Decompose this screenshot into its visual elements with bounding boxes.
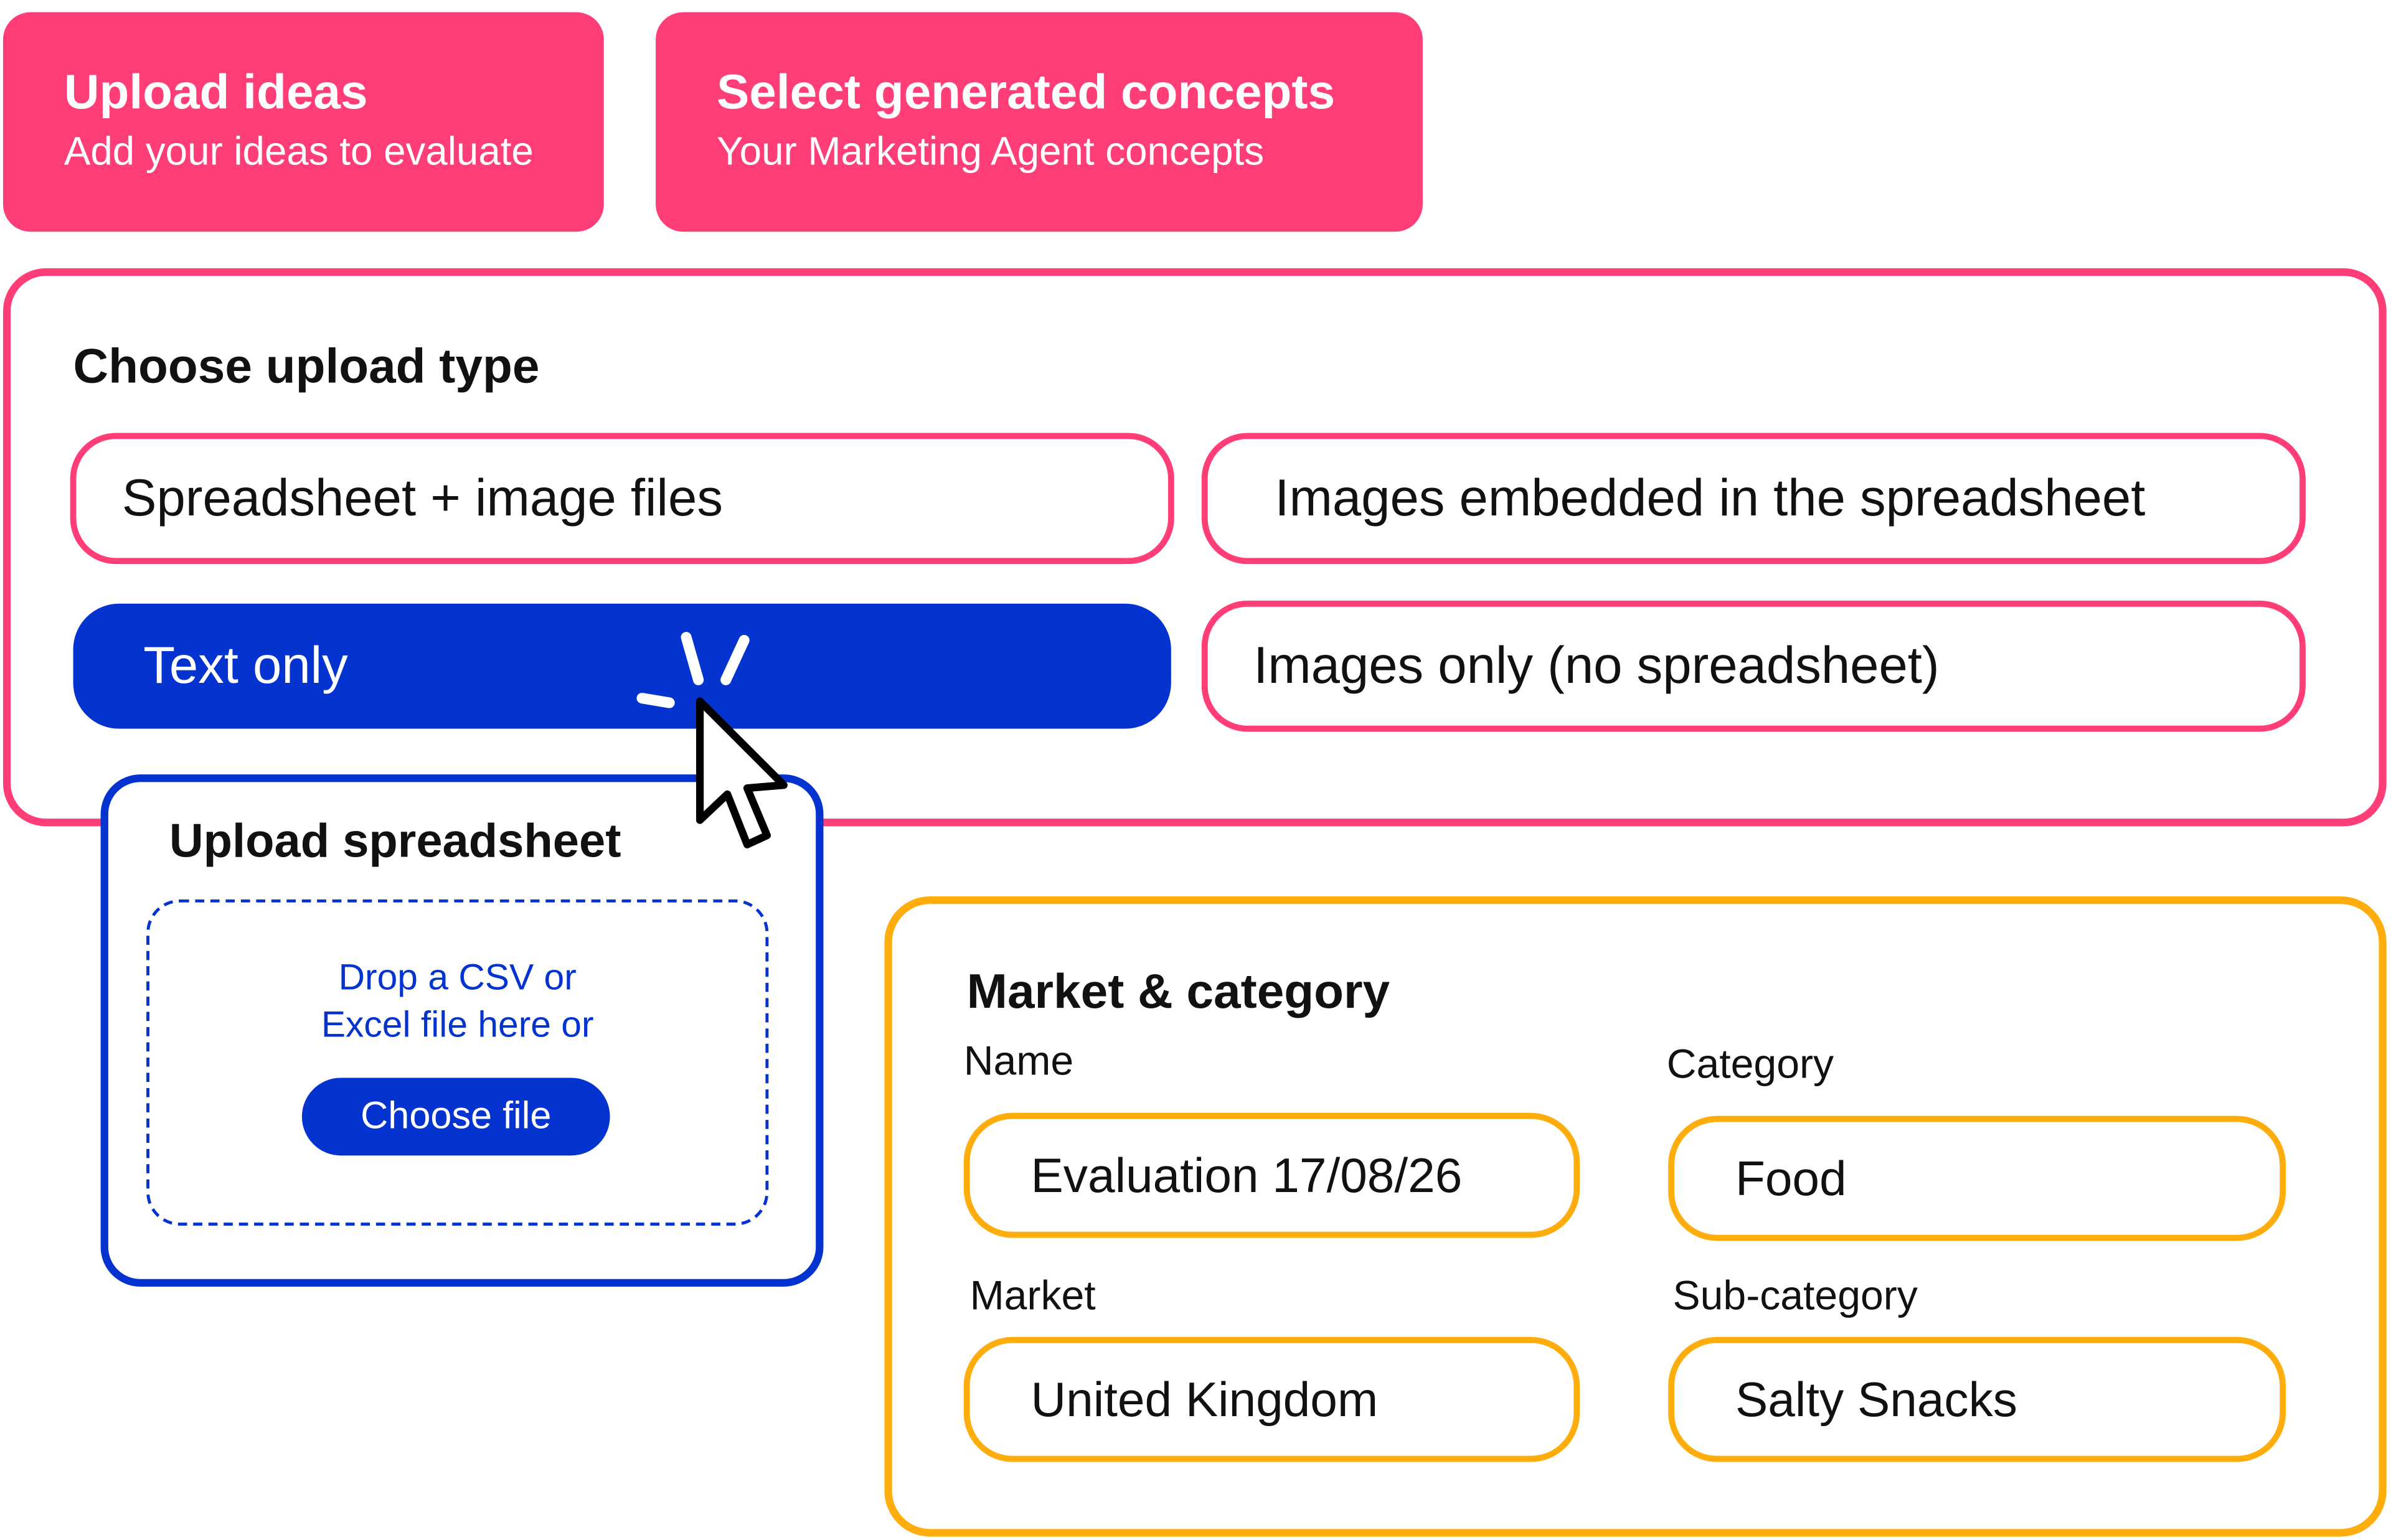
option-label: Images only (no spreadsheet) (1253, 636, 1940, 695)
select-concepts-title: Select generated concepts (717, 63, 1336, 120)
dropzone-instructions: Drop a CSV or Excel file here or (146, 954, 768, 1049)
choose-file-button[interactable]: Choose file (301, 1078, 610, 1156)
category-label: Category (1666, 1041, 1834, 1087)
option-images-embedded[interactable]: Images embedded in the spreadsheet (1201, 433, 2306, 565)
dropzone-line-1: Drop a CSV or (338, 957, 577, 999)
upload-ideas-title: Upload ideas (64, 63, 368, 120)
upload-spreadsheet-panel (100, 774, 824, 1287)
select-concepts-subtitle: Your Marketing Agent concepts (717, 128, 1265, 174)
subcategory-value: Salty Snacks (1735, 1371, 2017, 1427)
upload-type-heading: Choose upload type (73, 338, 540, 393)
upload-spreadsheet-heading: Upload spreadsheet (169, 814, 621, 868)
name-label: Name (963, 1038, 1074, 1084)
market-field[interactable]: United Kingdom (963, 1336, 1580, 1462)
subcategory-label: Sub-category (1672, 1272, 1918, 1319)
upload-ideas-tile[interactable]: Upload ideas Add your ideas to evaluate (2, 12, 604, 232)
name-field[interactable]: Evaluation 17/08/26 (963, 1112, 1580, 1238)
upload-ideas-subtitle: Add your ideas to evaluate (64, 128, 534, 174)
market-value: United Kingdom (1030, 1371, 1379, 1427)
category-field[interactable]: Food (1668, 1115, 2286, 1241)
file-dropzone[interactable] (146, 899, 769, 1226)
subcategory-field[interactable]: Salty Snacks (1668, 1336, 2286, 1462)
click-burst-icon (636, 632, 750, 708)
name-value: Evaluation 17/08/26 (1030, 1147, 1463, 1203)
category-value: Food (1735, 1150, 1847, 1205)
market-category-heading: Market & category (966, 963, 1390, 1018)
market-label: Market (969, 1272, 1096, 1319)
select-concepts-tile[interactable]: Select generated concepts Your Marketing… (656, 12, 1423, 232)
cursor-arrow-icon (696, 697, 788, 848)
dropzone-line-2: Excel file here or (321, 1004, 594, 1046)
option-images-only[interactable]: Images only (no spreadsheet) (1201, 600, 2306, 732)
option-label: Spreadsheet + image files (121, 469, 724, 527)
option-label: Text only (143, 636, 348, 695)
option-text-only[interactable]: Text only (73, 603, 1171, 729)
option-label: Images embedded in the spreadsheet (1275, 469, 2146, 527)
option-spreadsheet-image-files[interactable]: Spreadsheet + image files (70, 433, 1174, 565)
